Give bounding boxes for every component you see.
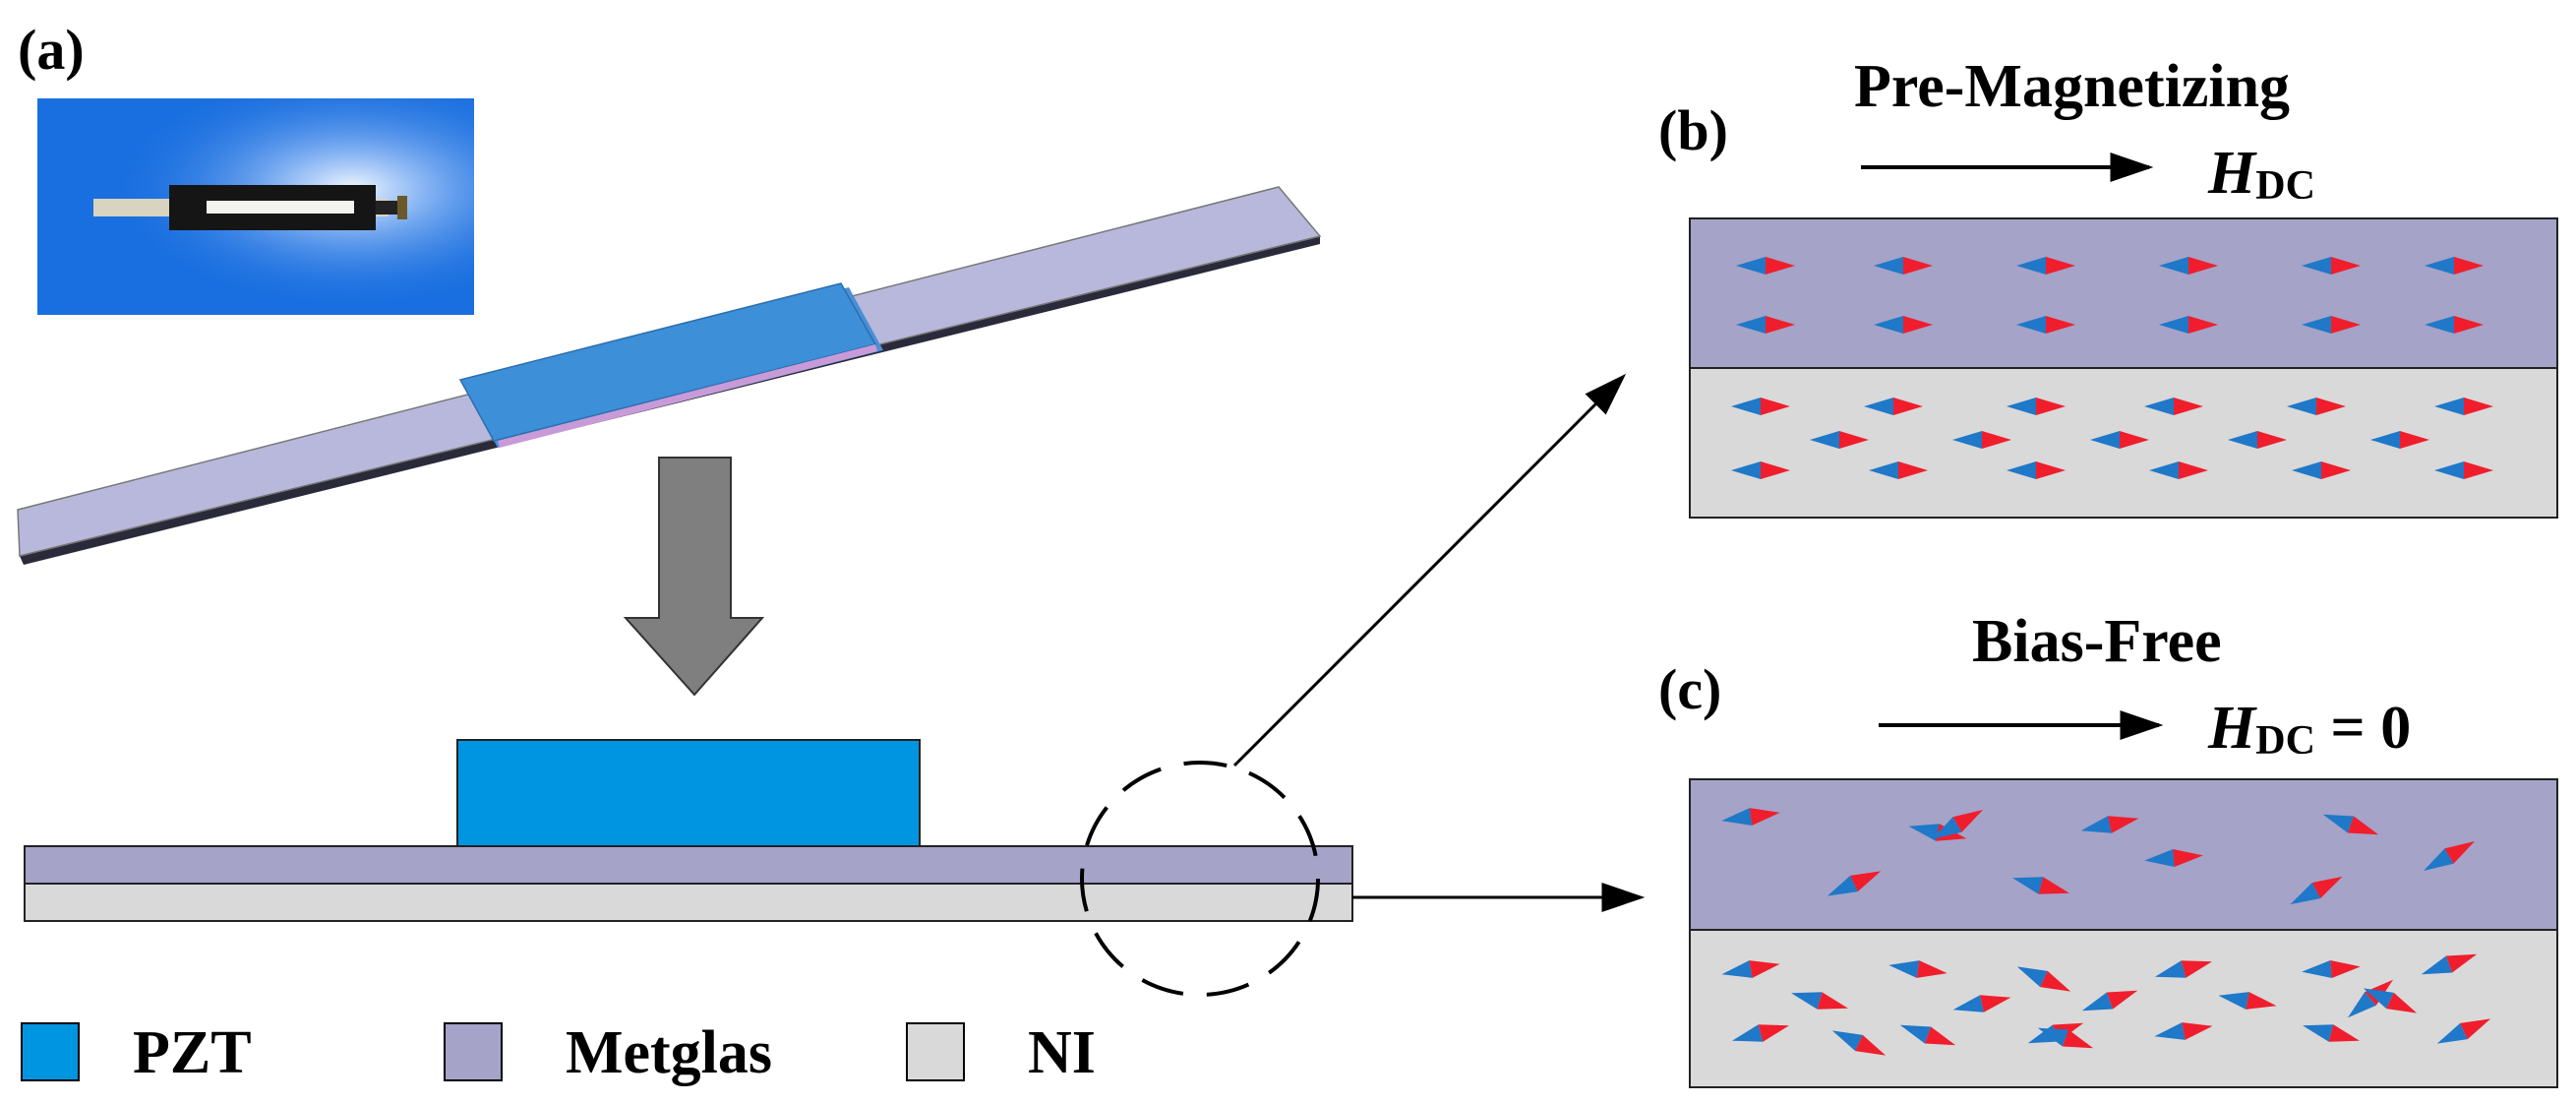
magnetic-domain: [1827, 871, 1882, 896]
magnetic-domain: [2370, 431, 2429, 449]
magnetic-domain: [2424, 841, 2475, 871]
magnetic-domain: [2016, 966, 2071, 992]
legend-swatch-pzt: [21, 1022, 80, 1081]
magnetic-domain: [1952, 995, 2011, 1012]
magnetic-domain: [1732, 1024, 1789, 1042]
magnetic-domain: [2436, 1018, 2491, 1044]
magnetic-domain: [2037, 1027, 2094, 1049]
magnetic-domain: [2287, 398, 2346, 415]
magnetic-domain: [1874, 257, 1933, 275]
legend-label-metglas: Metglas: [566, 1019, 772, 1086]
magnetic-domain: [2290, 876, 2343, 905]
magnetic-domain: [1932, 810, 1983, 839]
magnetic-domain: [2434, 398, 2493, 415]
panel-c-title: Bias-Free: [1972, 608, 2222, 675]
magnetic-domain: [1952, 431, 2011, 449]
legend-swatch-metglas: [444, 1022, 503, 1081]
magnetic-domain: [2007, 461, 2066, 479]
panel-b-domains: [1731, 257, 2493, 479]
magnetic-domain: [1736, 316, 1795, 334]
zoom-circle: [1080, 761, 1320, 997]
legend: PZT Metglas NI: [21, 1019, 1096, 1086]
field-label-b: HDC: [2207, 140, 2315, 209]
magnetic-domain: [2007, 398, 2066, 415]
magnetic-domain: [2303, 1024, 2360, 1042]
magnetic-domain: [2155, 960, 2212, 978]
magnetic-domain: [2016, 316, 2075, 334]
ni-layer: [24, 883, 1353, 922]
magnetic-domain: [2425, 257, 2484, 275]
magnetic-domain: [2292, 461, 2351, 479]
magnetic-domain: [2154, 1022, 2213, 1040]
magnetic-domain: [1731, 398, 1790, 415]
magnetic-domain: [2090, 431, 2149, 449]
panel-b-title: Pre-Magnetizing: [1854, 53, 2290, 120]
panel-c-metglas-box: [1689, 778, 2558, 931]
magnetic-domain: [2322, 814, 2379, 835]
magnetic-domain: [2434, 461, 2493, 479]
magnetic-domain: [2363, 988, 2418, 1013]
magnetic-domain: [2081, 990, 2138, 1012]
magnetic-domain: [2159, 316, 2218, 334]
magnetic-domain: [1899, 1024, 1956, 1046]
down-arrow-icon: [623, 457, 765, 697]
magnetic-domain: [1721, 960, 1780, 978]
device-photo: [37, 98, 474, 315]
magnetic-domain: [1864, 398, 1923, 415]
magnetic-domain: [1810, 431, 1869, 449]
magnetic-domain: [2302, 960, 2361, 978]
magnetic-domain: [2144, 398, 2203, 415]
magnetic-domain: [2421, 953, 2478, 975]
magnetic-domain: [2144, 849, 2203, 867]
cross-section: [24, 739, 1353, 997]
magnetic-domain: [2302, 316, 2361, 334]
legend-label-ni: NI: [1028, 1019, 1096, 1086]
metglas-layer: [24, 845, 1353, 885]
magnetic-domain: [2080, 816, 2139, 833]
pointer-arrow-b: [1232, 373, 1627, 767]
magnetic-domain: [1869, 461, 1928, 479]
magnetic-domain: [2218, 992, 2277, 1010]
panel-c-domains: [1721, 808, 2491, 1056]
panel-label-b: (b): [1658, 98, 1728, 162]
magnetic-domain: [1888, 960, 1947, 978]
magnetic-domain: [2159, 257, 2218, 275]
magnetic-domain: [2149, 461, 2208, 479]
legend-swatch-ni: [906, 1022, 965, 1081]
magnetic-domain: [2302, 257, 2361, 275]
panel-label-c: (c): [1658, 657, 1721, 721]
magnetic-domain: [1791, 992, 1848, 1010]
magnetic-domain: [2228, 431, 2287, 449]
magnetic-domain: [2012, 877, 2069, 894]
pzt-layer: [456, 739, 921, 847]
magnetic-domain: [1721, 808, 1780, 826]
field-label-c: HDC = 0: [2207, 695, 2411, 764]
magnetic-domain: [1831, 1030, 1887, 1056]
laminate-3d: [17, 186, 1322, 565]
magnetic-domain: [2016, 257, 2075, 275]
magnetic-domain: [1736, 257, 1795, 275]
panel-label-a: (a): [18, 18, 85, 82]
magnetic-domain: [2425, 316, 2484, 334]
panel-b-metglas-box: [1689, 217, 2558, 369]
magnetic-domain: [1731, 461, 1790, 479]
magnetic-domain: [1874, 316, 1933, 334]
legend-label-pzt: PZT: [133, 1019, 252, 1086]
